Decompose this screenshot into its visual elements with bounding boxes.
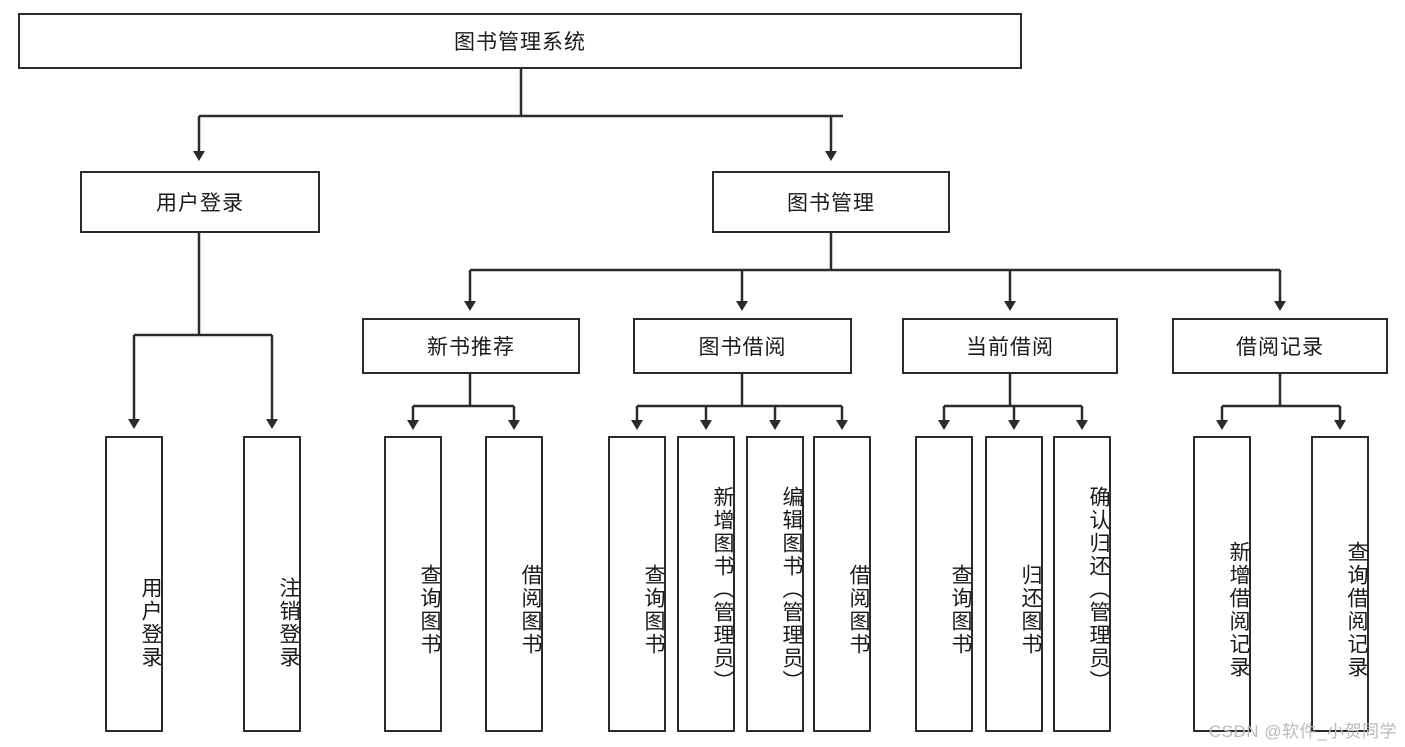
node-new-book-recommend[interactable]: 新书推荐 [362,318,580,374]
node-label: 查询借阅记录 [1345,541,1368,679]
node-label: 归还图书 [1019,564,1042,656]
leaf-user-login-logout[interactable]: 注销登录 [243,436,301,732]
leaf-current-borrow-return[interactable]: 归还图书 [985,436,1043,732]
leaf-borrow-record-add[interactable]: 新增借阅记录 [1193,436,1251,732]
node-label: 借阅记录 [1236,336,1324,359]
leaf-new-book-query[interactable]: 查询图书 [384,436,442,732]
leaf-book-borrow-edit-admin[interactable]: 编辑图书（管理员） [746,436,804,732]
node-borrow-record[interactable]: 借阅记录 [1172,318,1388,374]
node-label: 查询图书 [418,564,441,656]
node-label: 新增图书（管理员） [711,485,734,693]
csdn-watermark: CSDN @软件_小贺同学 [1208,722,1397,741]
node-label: 用户登录 [156,192,244,215]
node-label: 编辑图书（管理员） [780,485,803,693]
node-label: 新书推荐 [427,336,515,359]
node-book-borrow[interactable]: 图书借阅 [633,318,852,374]
leaf-book-borrow-query[interactable]: 查询图书 [608,436,666,732]
node-label: 当前借阅 [966,336,1054,359]
node-label: 图书管理 [787,192,875,215]
node-book-management[interactable]: 图书管理 [712,171,950,233]
node-label: 图书管理系统 [454,31,586,54]
leaf-book-borrow-borrow[interactable]: 借阅图书 [813,436,871,732]
leaf-borrow-record-query[interactable]: 查询借阅记录 [1311,436,1369,732]
leaf-book-borrow-add-admin[interactable]: 新增图书（管理员） [677,436,735,732]
node-label: 图书借阅 [698,336,787,359]
node-root-book-management-system[interactable]: 图书管理系统 [18,13,1022,69]
node-label: 查询图书 [642,564,665,656]
node-label: 注销登录 [277,577,300,669]
node-label: 查询图书 [949,564,972,656]
node-label: 借阅图书 [847,564,870,656]
leaf-new-book-borrow[interactable]: 借阅图书 [485,436,543,732]
node-current-borrow[interactable]: 当前借阅 [902,318,1118,374]
node-label: 新增借阅记录 [1227,541,1250,679]
node-label: 确认归还（管理员） [1087,485,1110,693]
node-label: 用户登录 [139,577,162,669]
node-label: 借阅图书 [519,564,542,656]
leaf-current-borrow-query[interactable]: 查询图书 [915,436,973,732]
node-user-login[interactable]: 用户登录 [80,171,320,233]
leaf-user-login-login[interactable]: 用户登录 [105,436,163,732]
leaf-current-borrow-confirm-return-admin[interactable]: 确认归还（管理员） [1053,436,1111,732]
